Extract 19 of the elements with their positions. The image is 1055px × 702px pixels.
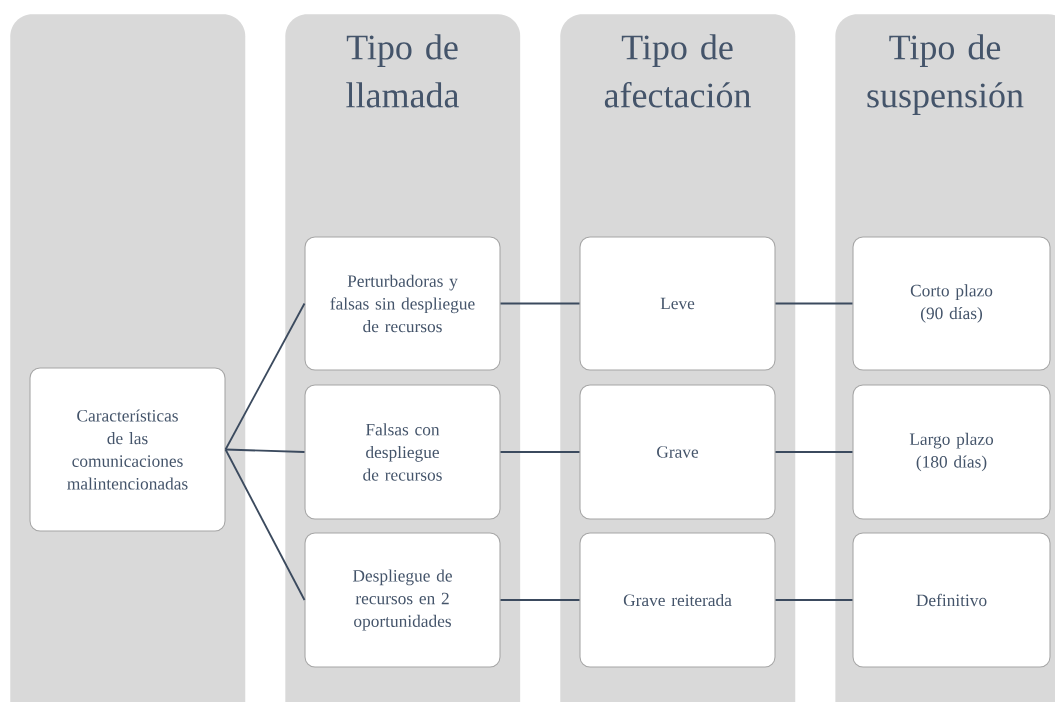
process-box: Largo plazo (180 días) (852, 384, 1051, 520)
process-box: Características de las comunicaciones malintencionadas (29, 367, 226, 532)
process-box: Leve (579, 236, 776, 371)
connector-line (499, 599, 581, 601)
process-box: Falsas con despliegue de recursos (304, 384, 501, 520)
process-box: Despliegue de recursos en 2 oportunidades (304, 532, 501, 668)
connector-line (224, 448, 306, 601)
process-box: Definitivo (852, 532, 1051, 668)
process-box: Grave reiterada (579, 532, 776, 668)
connector-line (224, 448, 306, 453)
process-box: Grave (579, 384, 776, 520)
connector-line (774, 599, 854, 601)
connector-line (499, 302, 581, 305)
process-box: Corto plazo (90 días) (852, 236, 1051, 371)
process-box: Perturbadoras y falsas sin despliegue de recursos (304, 236, 501, 371)
connector-line (774, 451, 854, 453)
connector-line (499, 451, 581, 453)
connector-line (774, 302, 854, 305)
connector-line (224, 302, 306, 451)
